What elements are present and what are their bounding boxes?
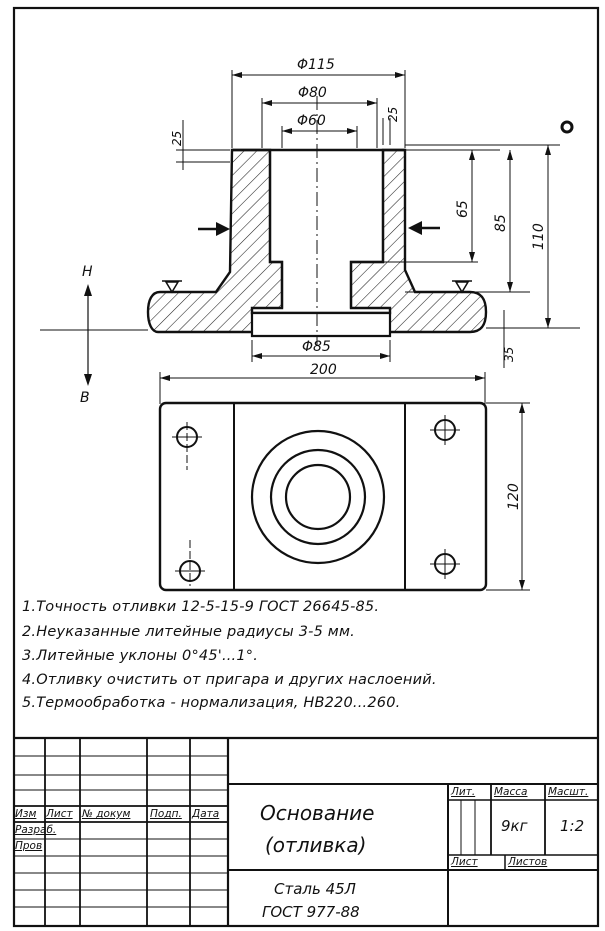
part-name: Основание xyxy=(260,801,375,825)
tb-header-sign: Подп. xyxy=(150,808,182,820)
part-name-sub: (отливка) xyxy=(265,833,367,857)
section-dimensions xyxy=(159,70,560,591)
dimension-arrowheads xyxy=(160,72,551,590)
title-block-grid xyxy=(14,736,598,926)
label-upper: Н xyxy=(82,264,93,280)
tb-header-date: Дата xyxy=(192,808,220,820)
scale-value: 1:2 xyxy=(560,817,585,835)
dim-h25b: 25 xyxy=(386,107,400,122)
dim-h65: 65 xyxy=(455,200,471,218)
material: Сталь 45Л xyxy=(274,880,356,898)
note-5: 5.Термообработка - нормализация, НВ220..… xyxy=(22,695,401,711)
note-2: 2.Неуказанные литейные радиусы 3-5 мм. xyxy=(22,624,355,640)
datum-mark-left xyxy=(164,281,180,294)
tb-lit: Лит. xyxy=(451,786,476,798)
tb-masshtab: Масшт. xyxy=(548,786,589,798)
material-standard: ГОСТ 977-88 xyxy=(262,903,360,921)
mounting-hole xyxy=(175,540,205,586)
bottom-boss xyxy=(250,311,392,338)
dim-h85: 85 xyxy=(493,214,509,232)
datum-mark-right xyxy=(454,281,470,294)
left-arrow xyxy=(198,222,230,236)
tb-header-doc: № докум xyxy=(82,808,131,820)
right-arrow xyxy=(408,221,440,235)
section-view xyxy=(40,96,580,386)
dim-d85: Φ85 xyxy=(302,339,331,355)
tb-sheets: Листов xyxy=(508,856,548,868)
tb-sheet: Лист xyxy=(451,856,478,868)
mounting-hole xyxy=(430,415,460,445)
mass-value: 9кг xyxy=(501,817,528,835)
note-1: 1.Точность отливки 12-5-15-9 ГОСТ 26645-… xyxy=(22,599,380,615)
dim-h110: 110 xyxy=(531,223,547,250)
dim-d60: Φ60 xyxy=(297,113,326,129)
corner-circle xyxy=(560,120,574,134)
dim-w200: 200 xyxy=(310,362,337,378)
dim-h35: 35 xyxy=(502,347,516,362)
dim-h25: 25 xyxy=(170,131,184,146)
dim-d115: Φ115 xyxy=(297,57,335,73)
tb-header-izm: Изм xyxy=(15,808,37,820)
dim-w120: 120 xyxy=(506,483,522,510)
tb-prov: Пров xyxy=(15,840,43,852)
mounting-hole xyxy=(172,422,202,470)
tb-razrab: Разраб. xyxy=(15,824,57,836)
tb-header-list: Лист xyxy=(46,808,73,820)
plan-view xyxy=(158,401,488,592)
frame-border xyxy=(12,6,600,928)
note-4: 4.Отливку очистить от пригара и других н… xyxy=(22,672,437,688)
label-lower: В xyxy=(80,390,90,406)
mounting-hole xyxy=(430,549,460,579)
note-3: 3.Литейные уклоны 0°45'...1°. xyxy=(22,648,259,664)
tb-massa: Масса xyxy=(494,786,528,798)
dim-d80: Φ80 xyxy=(298,85,327,101)
